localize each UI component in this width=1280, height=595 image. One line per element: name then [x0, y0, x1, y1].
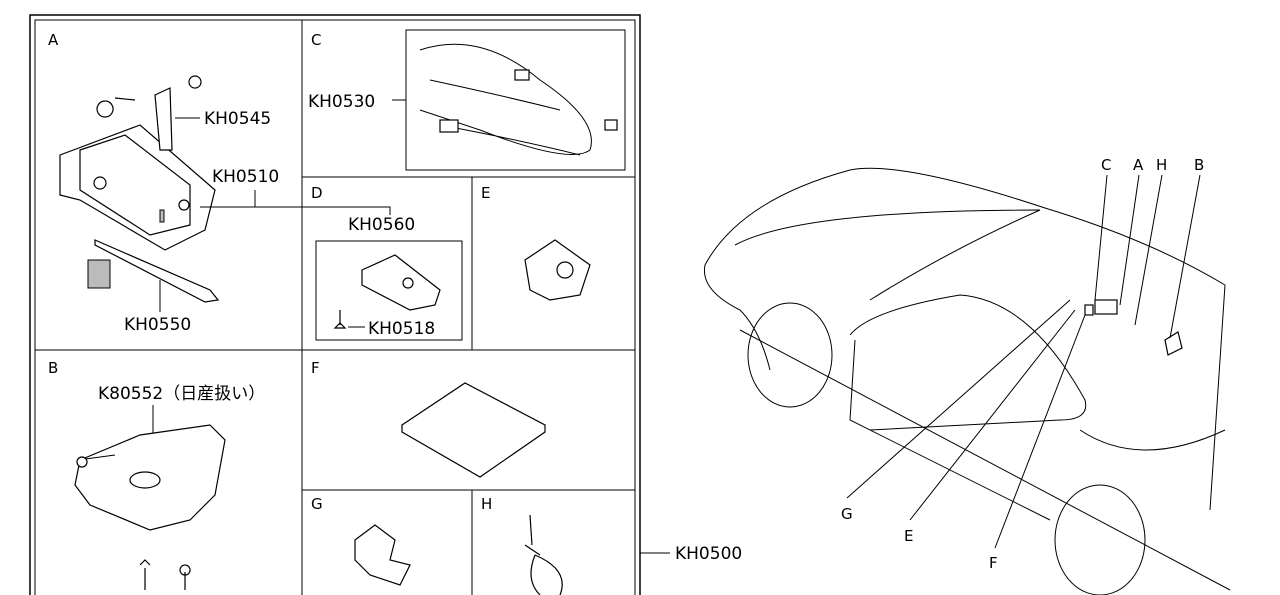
part-number-kh0560[interactable]: KH0560 [348, 215, 415, 235]
key-fob-drawing [361, 254, 441, 311]
panel-grid [35, 20, 635, 595]
panel-d[interactable]: D KH0560 KH0518 [311, 184, 463, 341]
panel-a[interactable]: A KH0545 KH0510 KH0550 [48, 31, 391, 335]
control-unit-drawing [59, 75, 220, 303]
callout-c[interactable]: C [1101, 156, 1111, 174]
panel-letter: H [481, 495, 492, 513]
callout-f[interactable]: F [989, 554, 998, 572]
key-box [315, 240, 463, 341]
part-number-kh0550[interactable]: KH0550 [124, 315, 191, 335]
panel-letter: F [311, 359, 320, 377]
callout-e[interactable]: E [904, 527, 913, 545]
panel-letter: C [311, 31, 321, 49]
callout-b[interactable]: B [1194, 156, 1204, 174]
harness-box [405, 29, 626, 171]
car-drawing [703, 167, 1231, 595]
panel-e[interactable]: E [481, 184, 591, 301]
panel-b[interactable]: B K80552（日産扱い） [48, 359, 265, 590]
callout-h[interactable]: H [1156, 156, 1167, 174]
panel-letter: A [48, 31, 59, 49]
harness-drawing [419, 43, 592, 156]
kit-frame-inner [34, 19, 636, 595]
panel-letter: E [481, 184, 490, 202]
panel-letter: B [48, 359, 58, 377]
panel-c[interactable]: C KH0530 [308, 29, 626, 171]
part-number-kh0500[interactable]: KH0500 [675, 544, 742, 564]
clamp-drawing [354, 524, 411, 586]
cable-tie-drawing [524, 514, 563, 595]
callout-a[interactable]: A [1133, 156, 1144, 174]
panel-letter: G [311, 495, 323, 513]
panel-h[interactable]: H [481, 495, 563, 595]
car-callout-lines [846, 174, 1201, 549]
panel-g[interactable]: G [311, 495, 411, 586]
panel-letter: D [311, 184, 323, 202]
part-number-kh0510[interactable]: KH0510 [212, 167, 279, 187]
part-number-k80552[interactable]: K80552（日産扱い） [98, 384, 265, 404]
part-number-kh0518[interactable]: KH0518 [368, 319, 435, 339]
panel-f[interactable]: F [311, 359, 547, 478]
callout-g[interactable]: G [841, 505, 853, 523]
kit-frame-outer [29, 14, 641, 595]
part-number-kh0545[interactable]: KH0545 [204, 109, 271, 129]
part-number-kh0530[interactable]: KH0530 [308, 92, 375, 112]
